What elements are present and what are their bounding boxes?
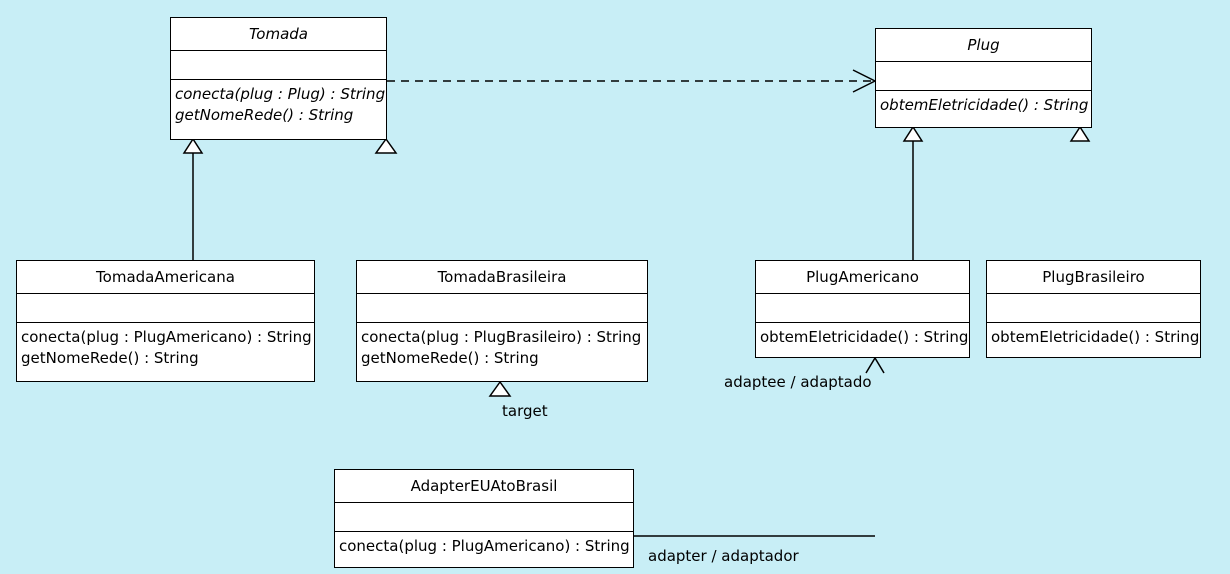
operation: getNomeRede() : String [175,106,354,124]
attributes-compartment [171,51,386,80]
class-name: PlugBrasileiro [987,261,1200,294]
operation: conecta(plug : Plug) : String [175,85,386,103]
class-name: TomadaAmericana [17,261,314,294]
generalization-triangle-tomada-right [374,137,398,154]
role-label-adaptee: adaptee / adaptado [724,373,872,391]
class-tomada-brasileira[interactable]: TomadaBrasileira conecta(plug : PlugBras… [356,260,648,382]
attributes-compartment [876,62,1091,91]
class-name: AdapterEUAtoBrasil [335,470,633,503]
class-adapter[interactable]: AdapterEUAtoBrasil conecta(plug : PlugAm… [334,469,634,568]
operation: getNomeRede() : String [21,349,199,367]
target-triangle [488,380,512,397]
class-plug-brasileiro[interactable]: PlugBrasileiro obtemEletricidade() : Str… [986,260,1201,358]
operation: conecta(plug : PlugAmericano) : String [21,328,312,346]
class-plug-americano[interactable]: PlugAmericano obtemEletricidade() : Stri… [755,260,970,358]
operation: conecta(plug : PlugBrasileiro) : String [361,328,642,346]
operations-compartment: obtemEletricidade() : String [987,323,1200,352]
class-plug[interactable]: Plug obtemEletricidade() : String [875,28,1092,128]
class-tomada-americana[interactable]: TomadaAmericana conecta(plug : PlugAmeri… [16,260,315,382]
operations-compartment: conecta(plug : Plug) : String getNomeRed… [171,80,386,130]
attributes-compartment [357,294,647,323]
role-label-target: target [502,402,548,420]
generalization-triangle-plug-right [1069,125,1091,142]
operations-compartment: conecta(plug : PlugAmericano) : String g… [17,323,314,373]
class-name: Tomada [171,18,386,51]
operations-compartment: conecta(plug : PlugBrasileiro) : String … [357,323,647,373]
operation: getNomeRede() : String [361,349,539,367]
attributes-compartment [756,294,969,323]
class-name: PlugAmericano [756,261,969,294]
adaptee-arrowhead [865,356,885,374]
attributes-compartment [987,294,1200,323]
operation: obtemEletricidade() : String [760,328,969,346]
operation: obtemEletricidade() : String [991,328,1200,346]
attributes-compartment [17,294,314,323]
operation: conecta(plug : PlugAmericano) : String [339,537,630,555]
operations-compartment: conecta(plug : PlugAmericano) : String [335,532,633,561]
role-label-adapter: adapter / adaptador [648,547,799,565]
class-name: Plug [876,29,1091,62]
generalization-triangle-plug-left [902,125,924,142]
operation: obtemEletricidade() : String [880,96,1089,114]
class-name: TomadaBrasileira [357,261,647,294]
operations-compartment: obtemEletricidade() : String [876,91,1091,120]
class-tomada[interactable]: Tomada conecta(plug : Plug) : String get… [170,17,387,140]
attributes-compartment [335,503,633,532]
generalization-triangle-tomada-left [182,137,204,154]
operations-compartment: obtemEletricidade() : String [756,323,969,352]
